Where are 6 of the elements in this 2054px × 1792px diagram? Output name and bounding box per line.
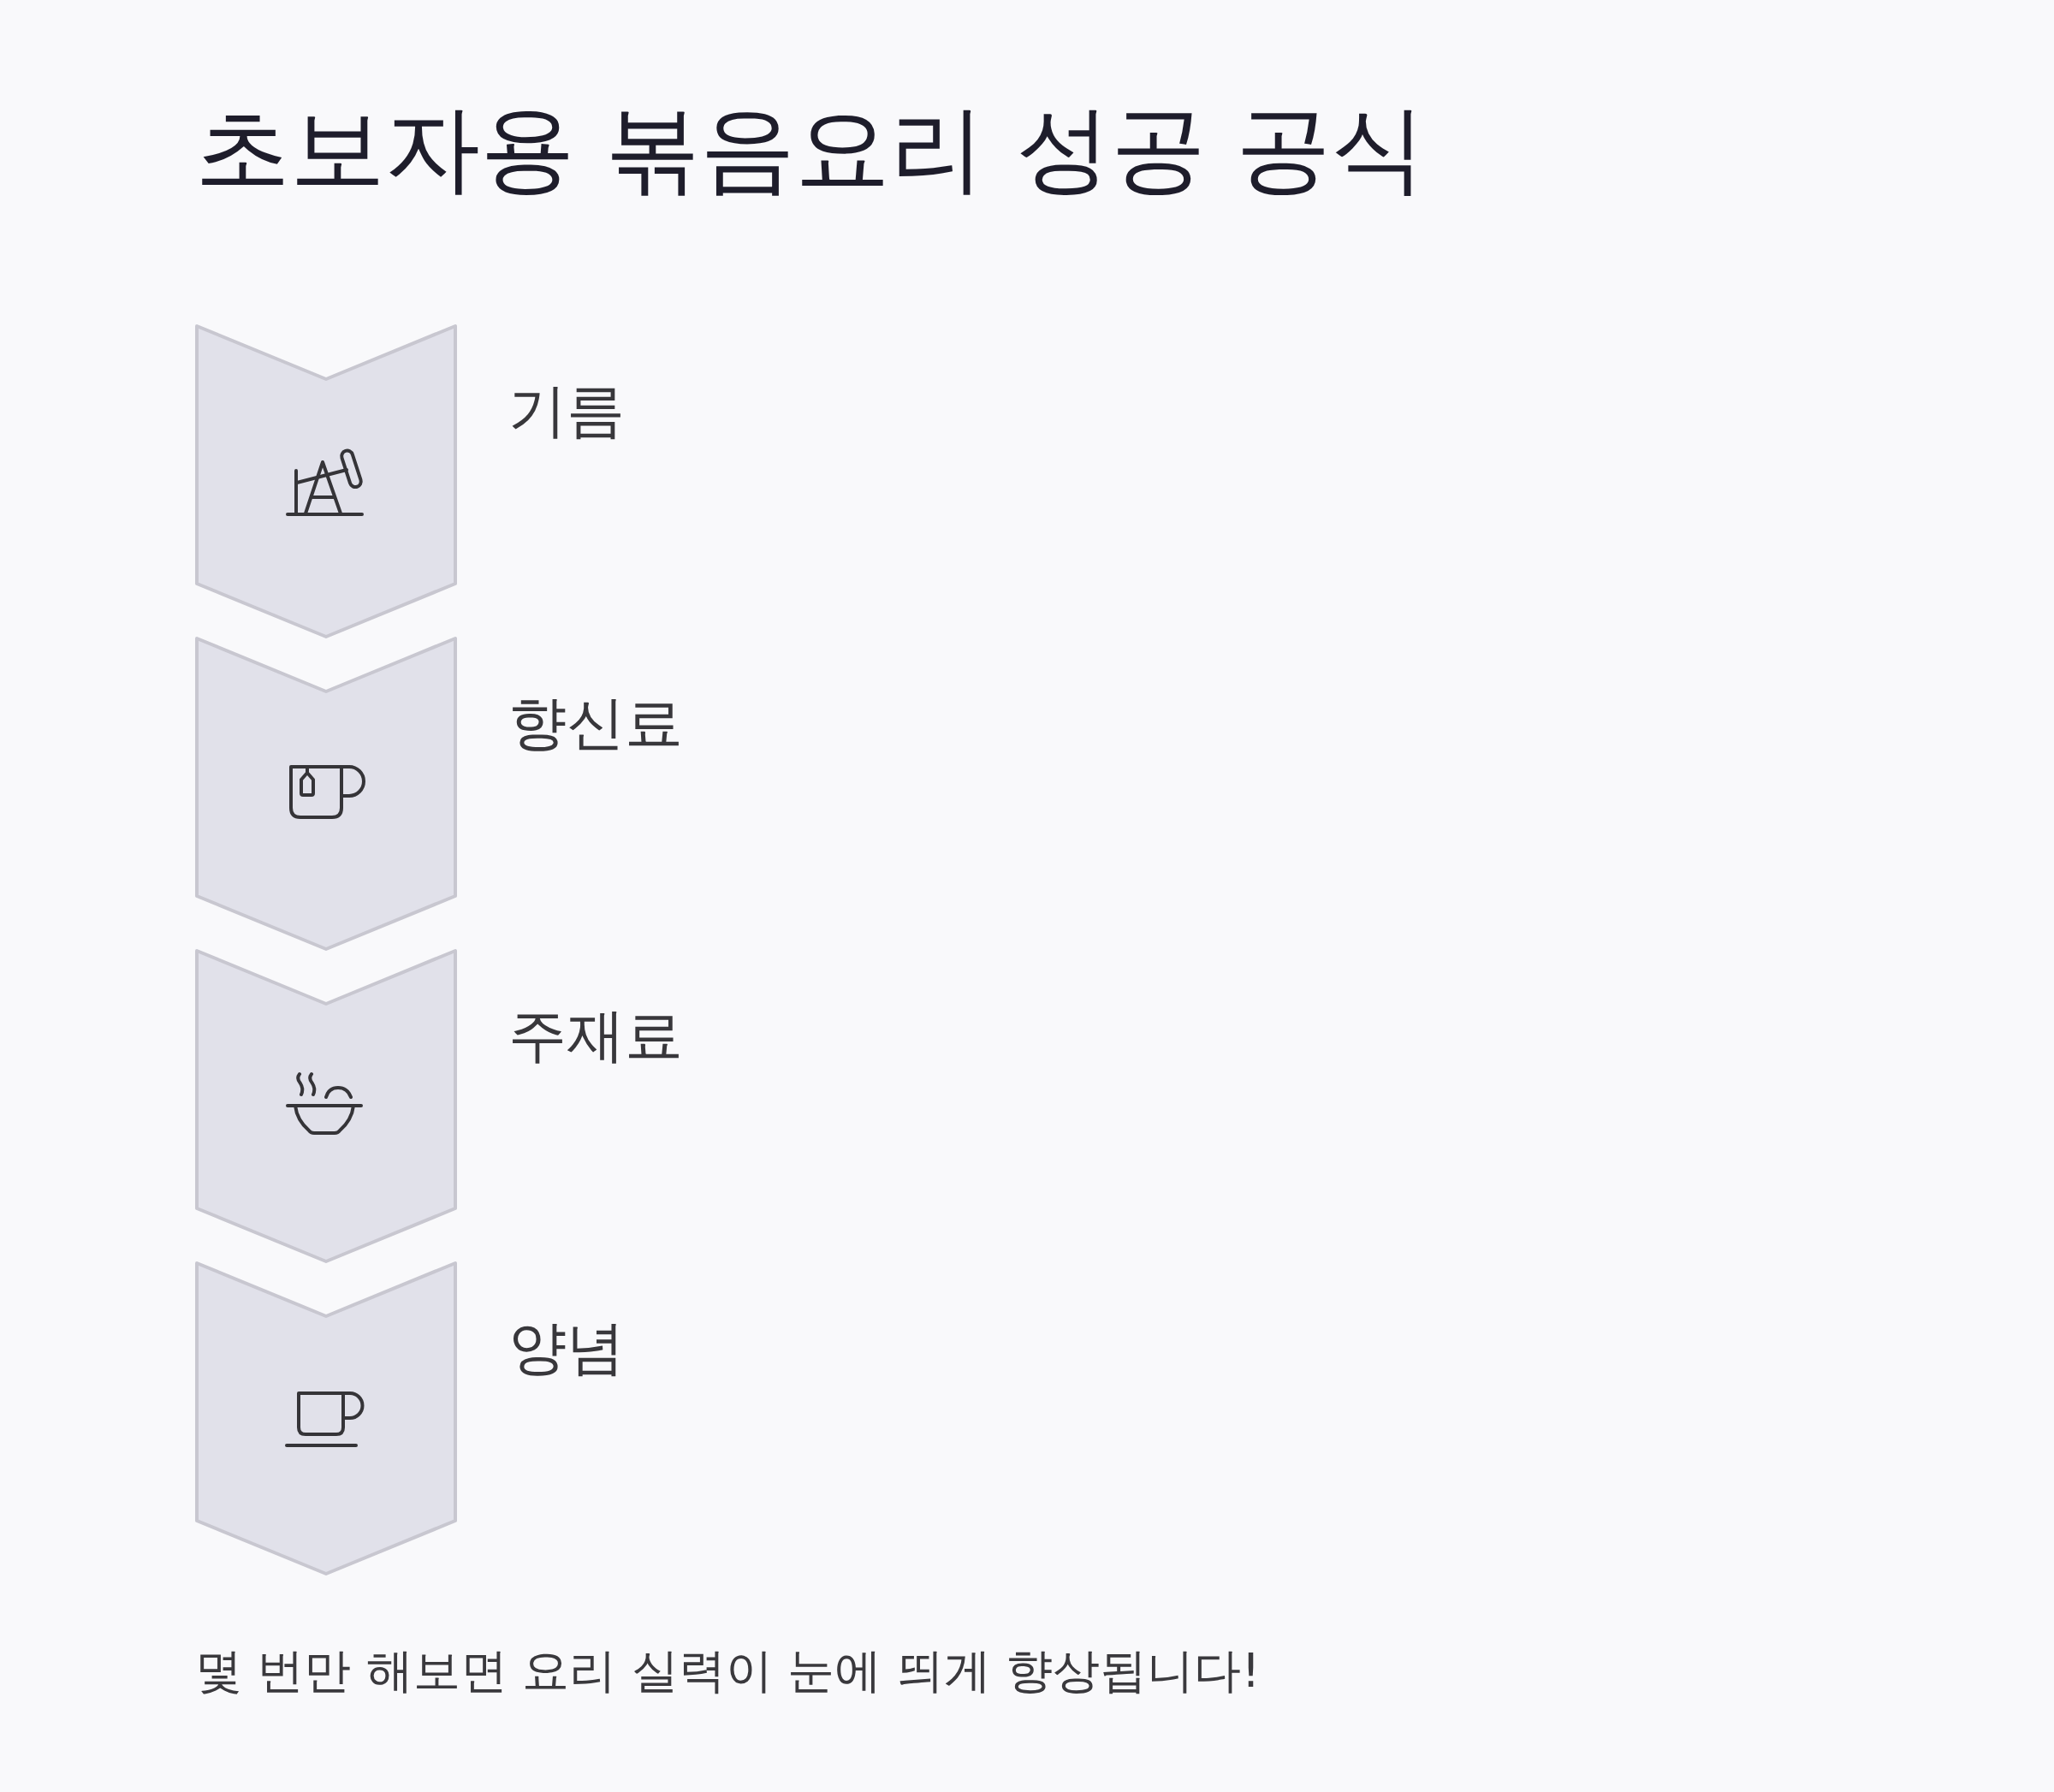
step-label: 주재료 [508, 1000, 683, 1071]
step-label: 향신료 [508, 688, 683, 758]
caption-text: 몇 번만 해보면 요리 실력이 눈에 띄게 향상됩니다! [195, 1642, 1261, 1699]
step-label: 양념 [508, 1313, 625, 1383]
step-label: 기름 [508, 376, 625, 446]
diagram-title: 초보자용 볶음요리 성공 공식 [195, 94, 1426, 204]
